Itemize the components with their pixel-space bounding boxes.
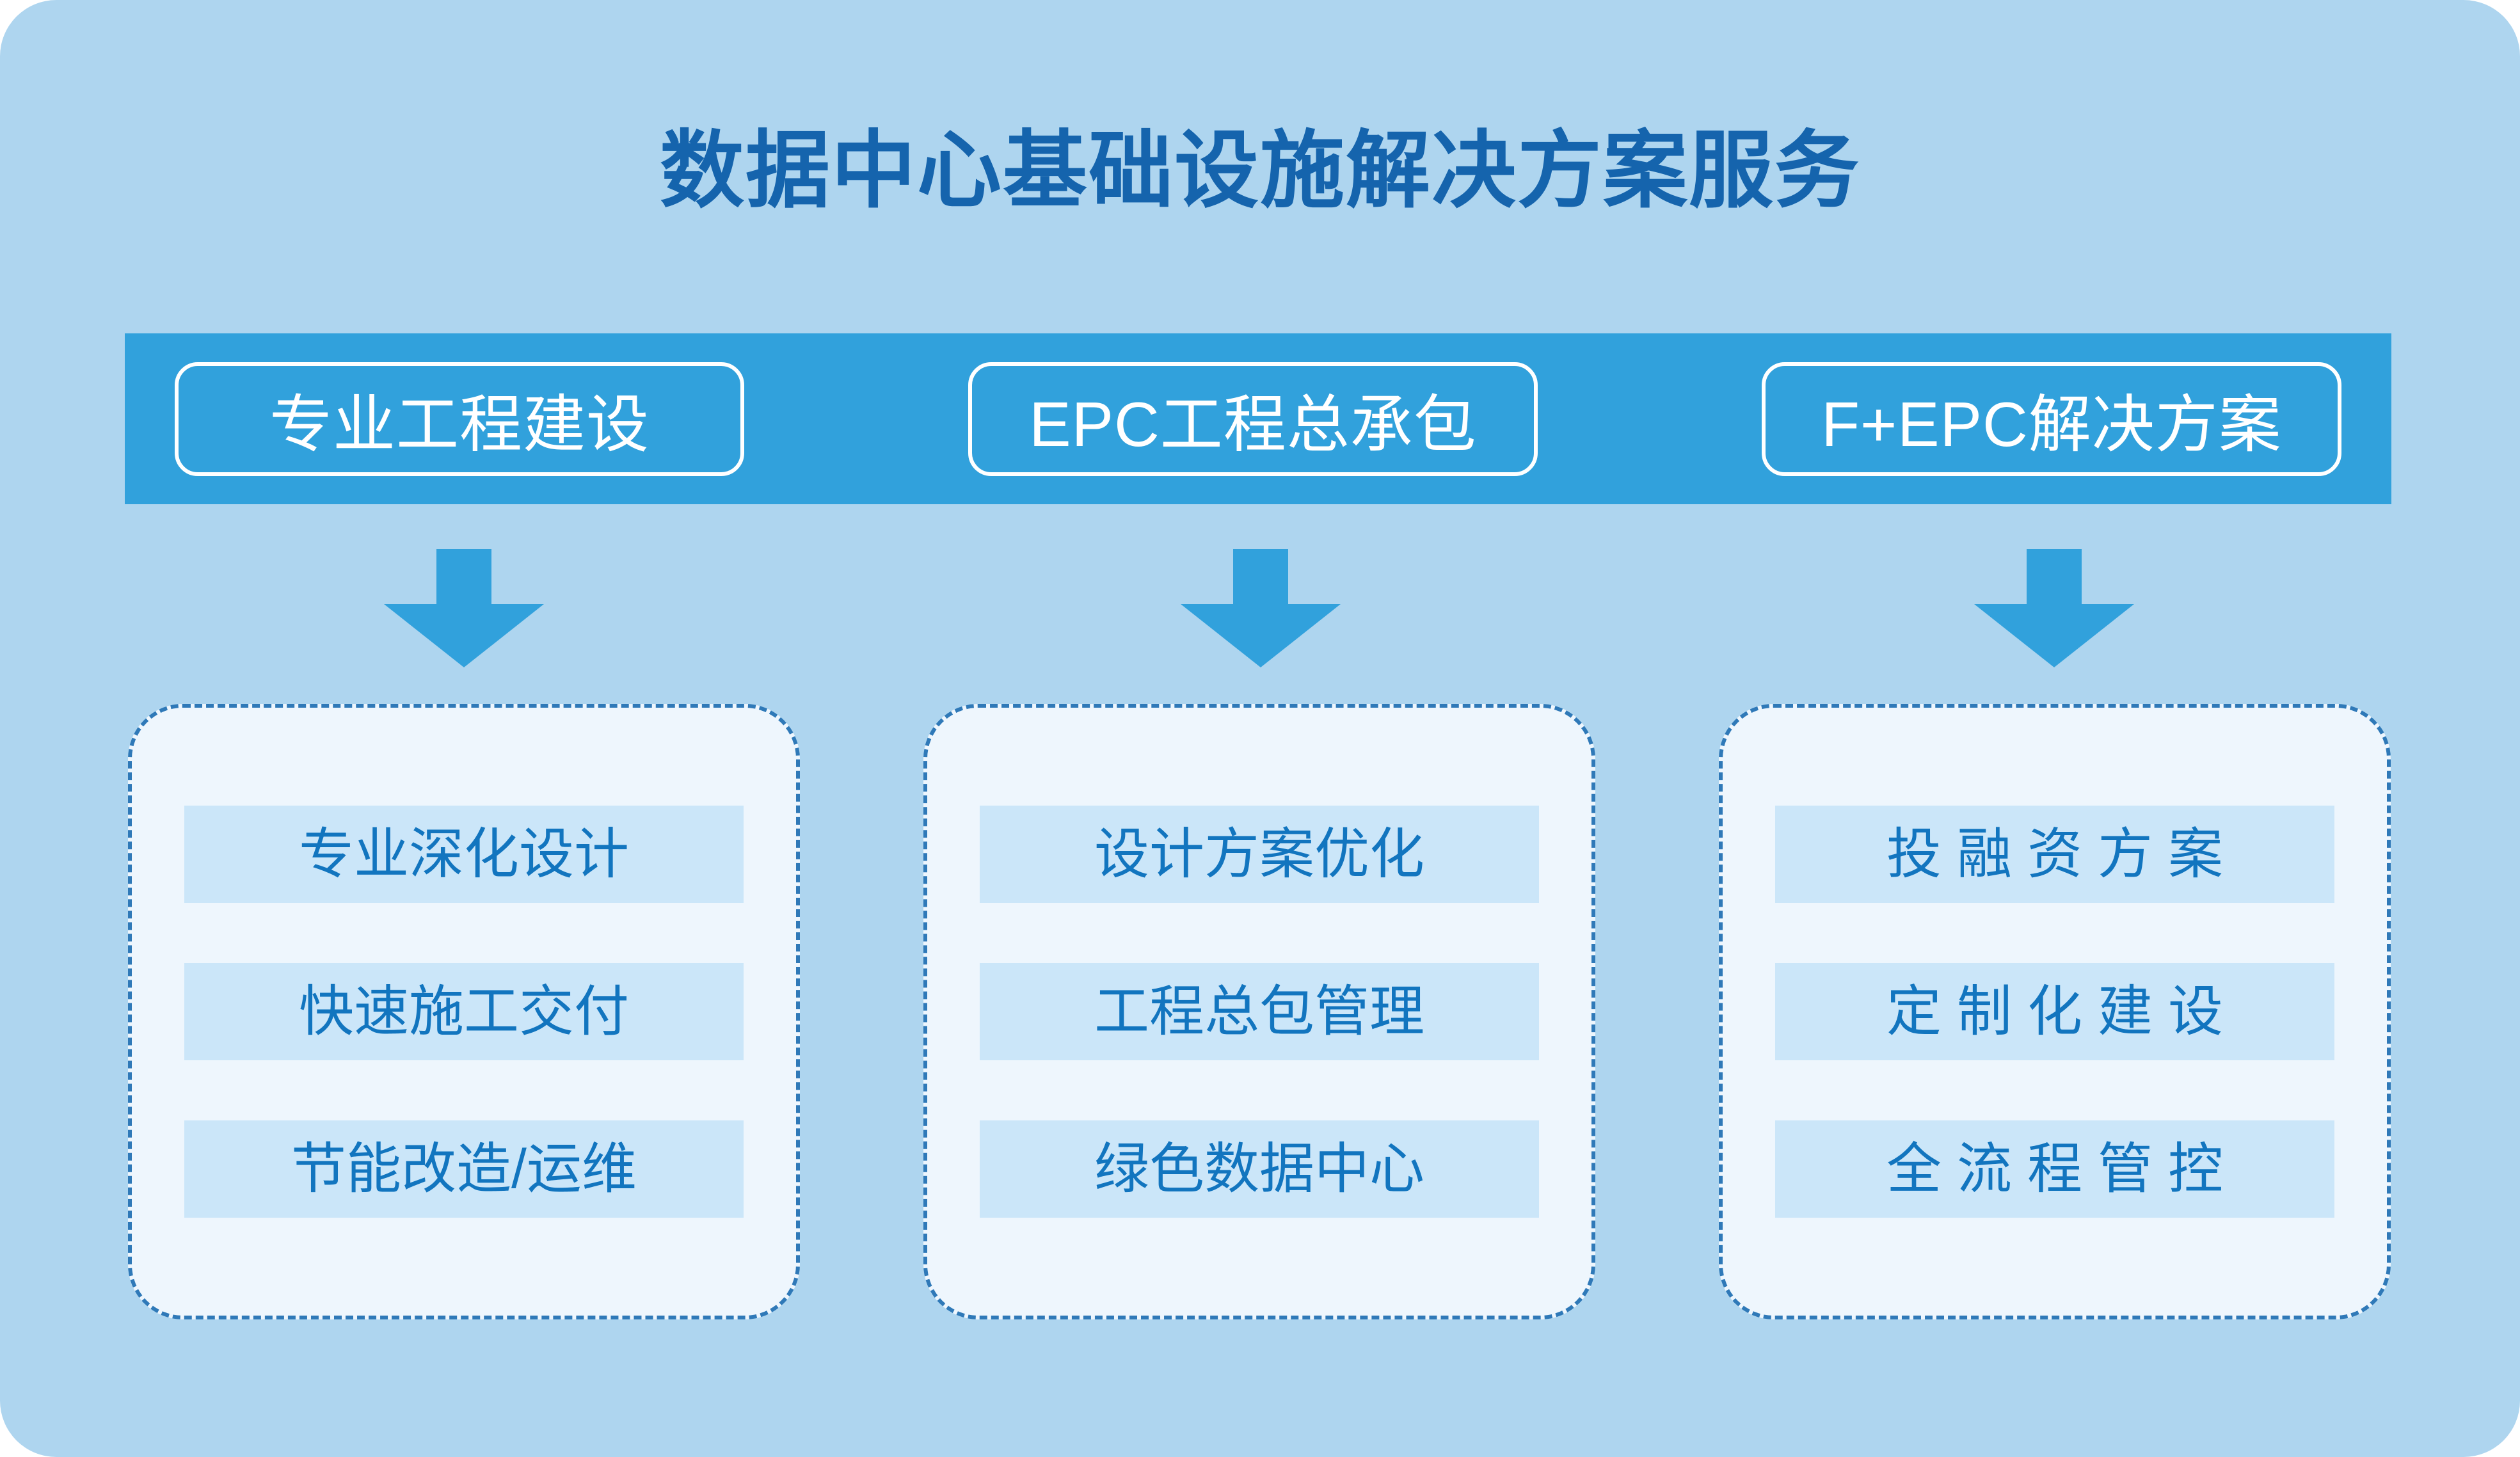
page-title: 数据中心基础设施解决方案服务: [660, 123, 1860, 218]
service-item[interactable]: 设计方案优化: [980, 806, 1539, 903]
service-item[interactable]: 定制化建设: [1775, 963, 2334, 1060]
band-inner: 专业工程建设 EPC工程总承包 F+EPC解决方案: [125, 333, 2391, 504]
category-pill-professional-engineering[interactable]: 专业工程建设: [175, 362, 744, 476]
category-pill-epc-general-contracting[interactable]: EPC工程总承包: [968, 362, 1538, 476]
service-item[interactable]: 投融资方案: [1775, 806, 2334, 903]
service-category-band: 专业工程建设 EPC工程总承包 F+EPC解决方案: [125, 333, 2391, 504]
service-item[interactable]: 全流程管控: [1775, 1120, 2334, 1218]
service-card-epc-general-contracting: 设计方案优化 工程总包管理 绿色数据中心: [923, 704, 1595, 1319]
category-pill-f-plus-epc-solution[interactable]: F+EPC解决方案: [1762, 362, 2341, 476]
service-card-professional-engineering: 专业深化设计 快速施工交付 节能改造/运维: [128, 704, 800, 1319]
arrow-down-icon: [384, 549, 544, 667]
service-item[interactable]: 工程总包管理: [980, 963, 1539, 1060]
service-card-f-plus-epc-solution: 投融资方案 定制化建设 全流程管控: [1719, 704, 2391, 1319]
service-item[interactable]: 专业深化设计: [184, 806, 744, 903]
service-item[interactable]: 快速施工交付: [184, 963, 744, 1060]
service-item[interactable]: 节能改造/运维: [184, 1120, 744, 1218]
arrow-down-icon: [1181, 549, 1341, 667]
arrow-down-icon: [1974, 549, 2134, 667]
service-columns: 专业深化设计 快速施工交付 节能改造/运维 设计方案优化 工程总包管理 绿色数据…: [128, 704, 2391, 1319]
service-item[interactable]: 绿色数据中心: [980, 1120, 1539, 1218]
